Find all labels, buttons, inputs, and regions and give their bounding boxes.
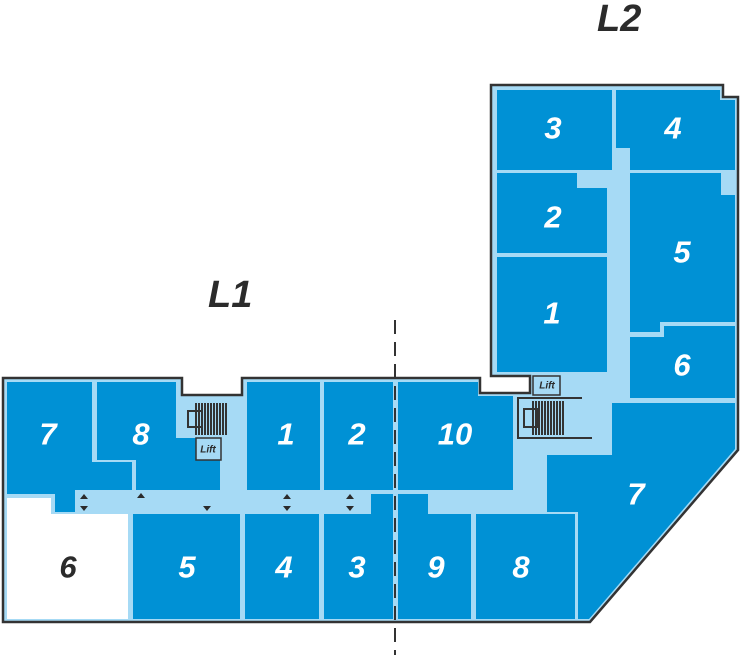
l2-unit-4[interactable] [616, 90, 735, 170]
level-label-l1: L1 [208, 274, 252, 316]
escalator-arrows [80, 493, 354, 511]
l2-unit-7[interactable] [547, 403, 735, 619]
unit-number: 3 [544, 111, 561, 146]
down-arrow-icon [283, 506, 291, 511]
unit-number: 3 [348, 550, 365, 585]
unit-number: 1 [277, 417, 294, 452]
down-arrow-icon [203, 506, 211, 511]
unit-number: 8 [512, 550, 530, 585]
l1-unit-2[interactable] [324, 382, 393, 490]
l1-unit-8[interactable] [97, 382, 220, 490]
l2-unit-1[interactable] [497, 257, 607, 372]
unit-number: 2 [347, 417, 365, 452]
unit-number: 6 [59, 550, 77, 585]
l1-unit-4[interactable] [245, 514, 319, 619]
unit-number: 8 [132, 417, 150, 452]
l2-unit-2[interactable] [497, 173, 607, 253]
l1-unit-3[interactable] [324, 494, 393, 619]
up-arrow-icon [80, 494, 88, 499]
unit-number: 1 [543, 296, 560, 331]
l1-unit-6-vacant[interactable] [7, 498, 128, 619]
unit-number: 6 [673, 348, 691, 383]
l2-unit-10[interactable] [398, 382, 513, 490]
down-arrow-icon [80, 506, 88, 511]
l2-unit-5[interactable] [630, 173, 735, 332]
l1-unit-1[interactable] [247, 382, 320, 490]
l2-unit-6[interactable] [630, 326, 735, 398]
unit-number: 5 [178, 550, 196, 585]
l2-unit-8[interactable] [476, 514, 575, 619]
lift-icon: Lift [532, 375, 561, 396]
l2-unit-3[interactable] [497, 90, 612, 170]
level-1-units: 7 8 1 2 6 5 4 3 [7, 382, 393, 619]
unit-number: 2 [543, 200, 561, 235]
unit-number: 7 [39, 417, 58, 452]
stairs-icon [187, 403, 227, 435]
unit-number: 10 [438, 417, 472, 452]
unit-number: 4 [274, 550, 292, 585]
unit-number: 5 [673, 235, 691, 270]
l1-unit-7[interactable] [7, 382, 132, 512]
unit-number: 7 [627, 477, 646, 512]
l2-unit-9[interactable] [398, 494, 471, 619]
up-arrow-icon [346, 494, 354, 499]
stairs-icon [517, 397, 592, 439]
svg-text:Lift: Lift [539, 381, 555, 392]
down-arrow-icon [346, 506, 354, 511]
up-arrow-icon [137, 493, 145, 498]
up-arrow-icon [283, 494, 291, 499]
unit-number: 4 [663, 111, 681, 146]
l1-unit-5[interactable] [133, 514, 240, 619]
lift-icon: Lift [195, 437, 222, 461]
level-label-l2: L2 [597, 0, 641, 40]
svg-text:Lift: Lift [200, 445, 216, 456]
level-2-units: 3 4 2 5 1 6 10 7 9 8 [398, 90, 735, 619]
unit-number: 9 [427, 550, 445, 585]
